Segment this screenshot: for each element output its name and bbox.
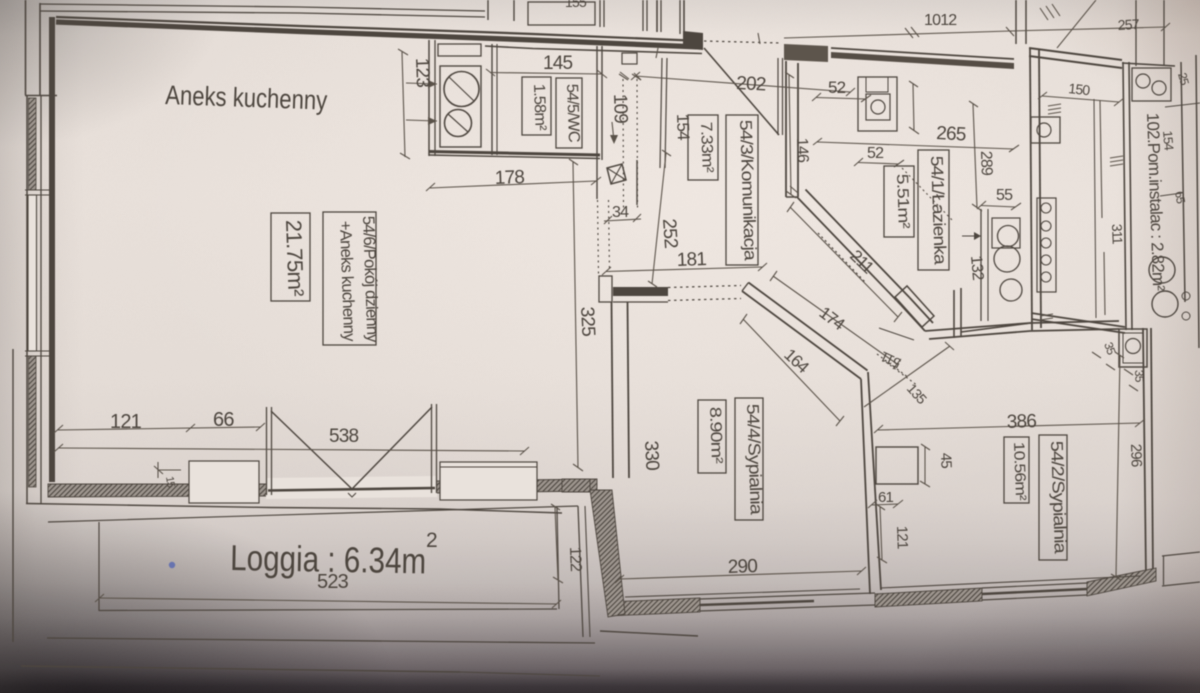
svg-text:54/1/Łazienka: 54/1/Łazienka [927,155,950,265]
svg-text:150: 150 [1068,80,1092,98]
svg-text:146: 146 [793,138,811,164]
svg-text:+Aneks kuchenny: +Aneks kuchenny [336,221,358,343]
svg-text:121: 121 [110,411,142,433]
svg-text:202: 202 [736,73,767,96]
svg-text:178: 178 [494,167,524,189]
svg-text:66: 66 [213,409,234,431]
svg-text:257: 257 [1117,16,1140,33]
svg-text:54/3/Komunikacja: 54/3/Komunikacja [736,119,760,261]
svg-text:311: 311 [1109,224,1126,245]
svg-text:7.33m²: 7.33m² [697,122,716,174]
svg-text:54/5/WC: 54/5/WC [563,84,582,143]
svg-text:52: 52 [867,145,884,162]
svg-text:15: 15 [163,475,177,488]
svg-text:10.56m²: 10.56m² [1010,442,1029,501]
svg-text:55: 55 [996,187,1013,204]
svg-text:Aneks kuchenny: Aneks kuchenny [165,80,328,116]
svg-text:386: 386 [1006,411,1036,433]
svg-text:330: 330 [640,440,663,471]
svg-text:123: 123 [411,57,433,87]
svg-text:296: 296 [1127,444,1145,468]
svg-text:252: 252 [658,218,681,249]
svg-text:2: 2 [426,529,437,552]
svg-text:54/4/Sypialnia: 54/4/Sypialnia [743,403,766,515]
svg-text:65: 65 [1172,190,1188,205]
svg-text:109: 109 [609,93,631,123]
svg-text:289: 289 [977,151,995,177]
svg-text:325: 325 [576,306,599,337]
svg-text:181: 181 [676,249,706,271]
svg-text:21.75m²: 21.75m² [281,219,309,296]
svg-text:538: 538 [329,426,359,447]
svg-text:155: 155 [565,0,587,10]
svg-text:61: 61 [878,489,894,506]
svg-text:154: 154 [1160,130,1177,151]
svg-text:265: 265 [936,123,967,146]
svg-text:35: 35 [1132,370,1146,383]
svg-text:145: 145 [543,53,573,74]
svg-text:1.58m²: 1.58m² [530,84,549,132]
svg-text:45: 45 [937,453,955,469]
svg-text:52: 52 [828,78,846,97]
svg-text:5.51m²: 5.51m² [893,174,912,230]
svg-text:1012: 1012 [924,12,957,29]
svg-text:25: 25 [1175,71,1192,87]
svg-text:34: 34 [612,204,629,221]
svg-text:523: 523 [317,571,349,593]
svg-text:Loggia : 6.34m: Loggia : 6.34m [230,537,427,581]
svg-text:54/6/Pokój dzienny: 54/6/Pokój dzienny [359,216,381,344]
svg-text:54/2/Sypialnia: 54/2/Sypialnia [1047,440,1070,554]
svg-text:121: 121 [893,526,911,550]
svg-text:154: 154 [673,113,693,140]
svg-text:8.90m²: 8.90m² [706,407,725,465]
svg-text:132: 132 [967,255,986,282]
svg-text:290: 290 [727,556,757,578]
svg-text:122: 122 [566,547,584,573]
